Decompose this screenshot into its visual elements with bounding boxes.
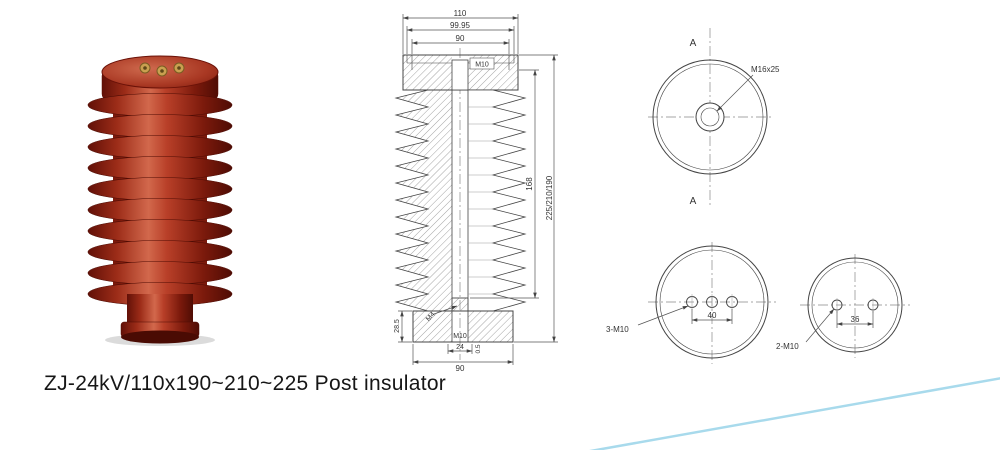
m4-label: M4: [425, 311, 437, 323]
right-fins-profile: [467, 89, 527, 312]
outer-diameter-circle: [652, 59, 768, 175]
center-thread-hole: [695, 102, 725, 132]
section-drawing: 110 99.95 90 M10: [394, 9, 558, 373]
outer-circle: [655, 245, 769, 359]
m16x25-label: M16x25: [751, 65, 780, 74]
outer-circle: [807, 257, 903, 353]
m10-bottom-label: M10: [453, 333, 467, 340]
dim-90-top-label: 90: [456, 34, 465, 43]
dimension-lines-bottom: 28.5 M4 M10 24 0.5 90: [394, 305, 514, 373]
dim-36-label: 36: [851, 315, 860, 324]
top-view-drawing: A A M16x25: [648, 28, 780, 208]
brass-inserts: [139, 62, 185, 77]
insulator-fins: [87, 93, 233, 306]
dimension-lines-top: 110 99.95 90: [402, 9, 519, 54]
m10-top-label-box: [469, 57, 495, 70]
bottom-view-2m10: 36 2-M10: [776, 254, 910, 358]
dim-height-label: 225/210/190: [545, 175, 554, 220]
body-section: [394, 89, 527, 312]
insulator-neck: [127, 294, 193, 324]
label-3-m10: 3-M10: [606, 325, 629, 334]
product-caption: ZJ-24kV/110x190~210~225 Post insulator: [44, 372, 447, 395]
left-fins-section: [394, 89, 453, 312]
dim-90-bottom-label: 90: [456, 364, 465, 373]
bottom-view-3m10: 40 3-M10: [606, 242, 776, 364]
top-thread-hole: [451, 59, 469, 91]
section-marker-a-top: A: [690, 38, 697, 49]
dimension-lines-right: 168 225/210/190: [470, 54, 558, 343]
dim-168-label: 168: [525, 177, 534, 191]
m10-top-label: M10: [475, 62, 489, 69]
bolt-holes-3: [686, 294, 738, 310]
dim-40-label: 40: [708, 311, 717, 320]
section-marker-a-bottom: A: [690, 196, 697, 207]
dim-28-5-label: 28.5: [394, 319, 401, 333]
product-photo-insulator: [87, 55, 233, 346]
bolt-holes-2: [831, 298, 879, 313]
dim-110-label: 110: [454, 9, 467, 18]
flange-section: M10: [402, 54, 519, 91]
dim-0-5-label: 0.5: [475, 344, 482, 353]
insulator-base-rim: [121, 330, 199, 344]
dim-24-label: 24: [456, 344, 464, 351]
base-section: [412, 310, 514, 343]
dim-99-95-label: 99.95: [450, 21, 471, 30]
fin-shed-lines: [468, 106, 493, 295]
label-2-m10: 2-M10: [776, 342, 799, 351]
